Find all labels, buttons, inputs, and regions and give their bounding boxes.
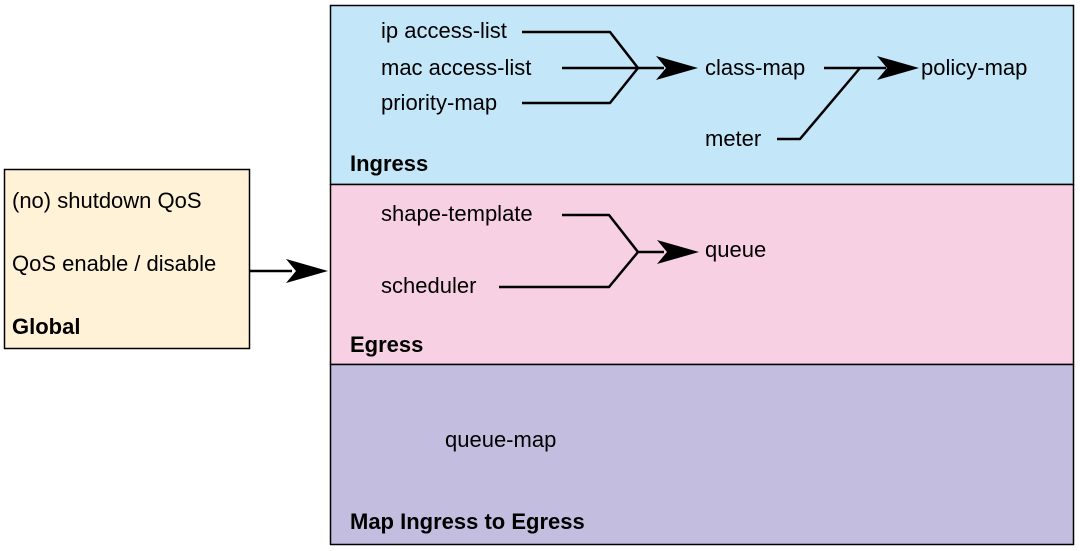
- global-item-enable: QoS enable / disable: [12, 251, 216, 276]
- mapping-panel: queue-map Map Ingress to Egress: [329, 363, 1075, 546]
- connector-scheduler: [499, 251, 639, 289]
- arrow-head: [656, 56, 698, 80]
- ingress-box: [329, 4, 1075, 186]
- egress-input-scheduler: scheduler: [381, 273, 476, 298]
- connector-priority-map: [522, 67, 639, 105]
- ingress-policy-map: policy-map: [921, 55, 1027, 80]
- mapping-title: Map Ingress to Egress: [350, 509, 585, 534]
- mapping-queue-map: queue-map: [445, 427, 556, 452]
- egress-panel: shape-template scheduler queue Egress: [329, 183, 1075, 366]
- global-to-ingress-arrow: [250, 259, 328, 283]
- ingress-title: Ingress: [350, 151, 428, 176]
- egress-inputs-connector: [499, 213, 699, 289]
- arrow-head: [657, 240, 699, 264]
- egress-queue: queue: [705, 237, 766, 262]
- arrow-head: [877, 56, 919, 80]
- egress-box: [329, 183, 1075, 366]
- connector-meter: [777, 67, 861, 141]
- ingress-class-map: class-map: [705, 55, 805, 80]
- connector-shape-template: [562, 213, 639, 253]
- mapping-box: [329, 363, 1075, 546]
- ingress-meter: meter: [705, 126, 761, 151]
- global-box: [3, 168, 251, 350]
- ingress-input-mac-access-list: mac access-list: [381, 55, 531, 80]
- global-panel: (no) shutdown QoS QoS enable / disable G…: [3, 168, 251, 350]
- ingress-input-priority-map: priority-map: [381, 90, 497, 115]
- arrow-head: [286, 259, 328, 283]
- ingress-input-ip-access-list: ip access-list: [381, 18, 507, 43]
- connector-ip-access-list: [522, 30, 639, 69]
- egress-input-shape-template: shape-template: [381, 201, 533, 226]
- egress-title: Egress: [350, 332, 423, 357]
- global-item-shutdown: (no) shutdown QoS: [12, 188, 202, 213]
- class-map-to-policy-map-connector: [777, 56, 919, 141]
- ingress-panel: ip access-list mac access-list priority-…: [329, 4, 1075, 186]
- ingress-inputs-connector: [522, 30, 698, 105]
- global-title: Global: [12, 314, 80, 339]
